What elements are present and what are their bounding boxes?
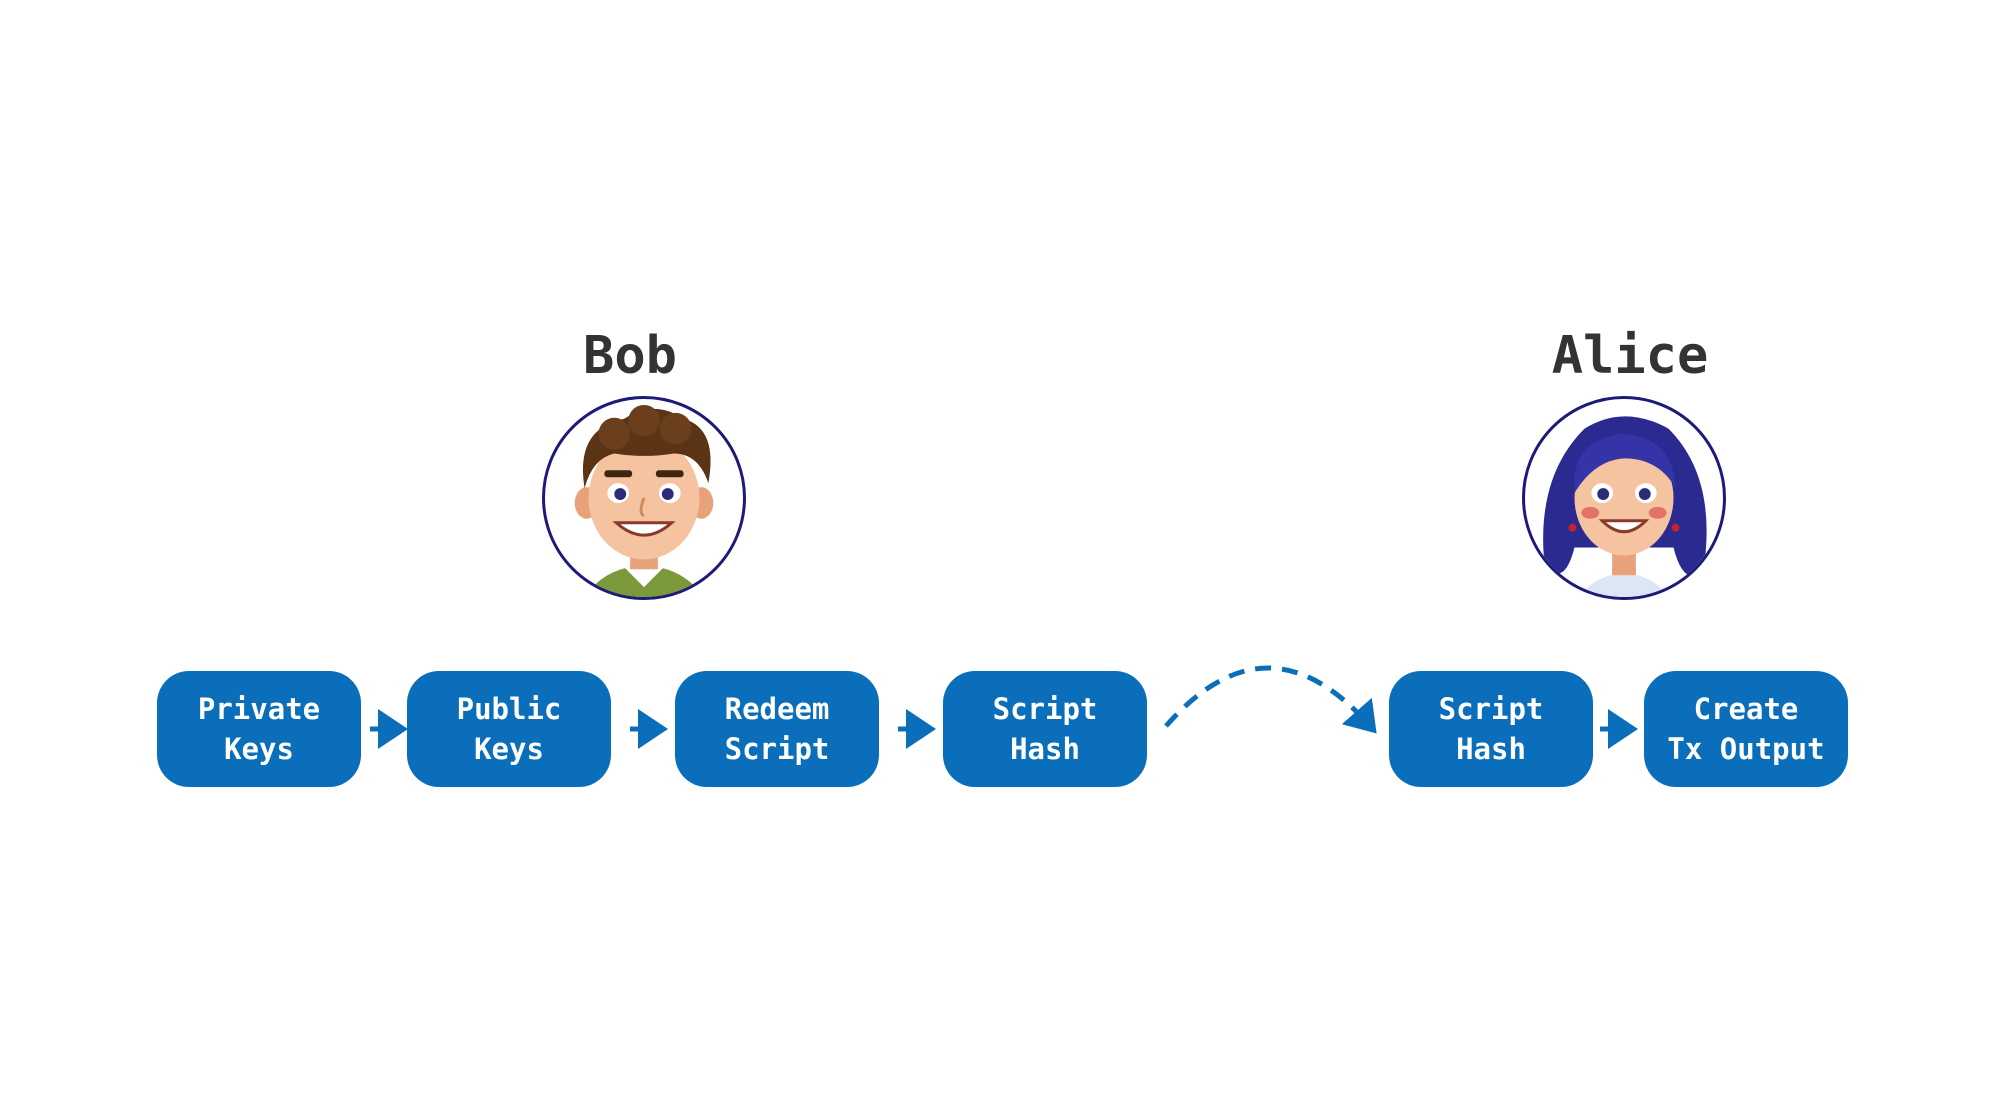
step-public-keys: Public Keys bbox=[407, 671, 611, 787]
step-label-line1: Create bbox=[1693, 692, 1799, 726]
step-label-line1: Redeem bbox=[724, 692, 830, 726]
step-script-hash-bob: Script Hash bbox=[943, 671, 1147, 787]
alice-avatar-icon bbox=[1522, 396, 1726, 600]
step-label-line1: Script bbox=[992, 692, 1098, 726]
bob-avatar-icon bbox=[542, 396, 746, 600]
bob-name: Bob bbox=[583, 326, 677, 386]
step-script-hash-alice: Script Hash bbox=[1389, 671, 1593, 787]
step-create-tx-output: Create Tx Output bbox=[1644, 671, 1848, 787]
step-redeem-script: Redeem Script bbox=[675, 671, 879, 787]
step-label-line1: Public bbox=[456, 692, 562, 726]
step-label-line2: Hash bbox=[1010, 732, 1080, 766]
alice-name: Alice bbox=[1551, 326, 1709, 386]
step-label-line2: Keys bbox=[474, 732, 544, 766]
dashed-arrow-bob-to-alice bbox=[1164, 665, 1377, 734]
bob-avatar-svg bbox=[574, 404, 714, 597]
step-label-line2: Tx Output bbox=[1667, 732, 1825, 766]
step-private-keys: Private Keys bbox=[157, 671, 361, 787]
step-label-line1: Script bbox=[1438, 692, 1544, 726]
step-label-line2: Keys bbox=[224, 732, 294, 766]
step-label-line1: Private bbox=[197, 692, 321, 726]
step-label-line2: Script bbox=[724, 732, 830, 766]
alice-avatar-svg bbox=[1543, 416, 1707, 597]
step-label-line2: Hash bbox=[1456, 732, 1526, 766]
